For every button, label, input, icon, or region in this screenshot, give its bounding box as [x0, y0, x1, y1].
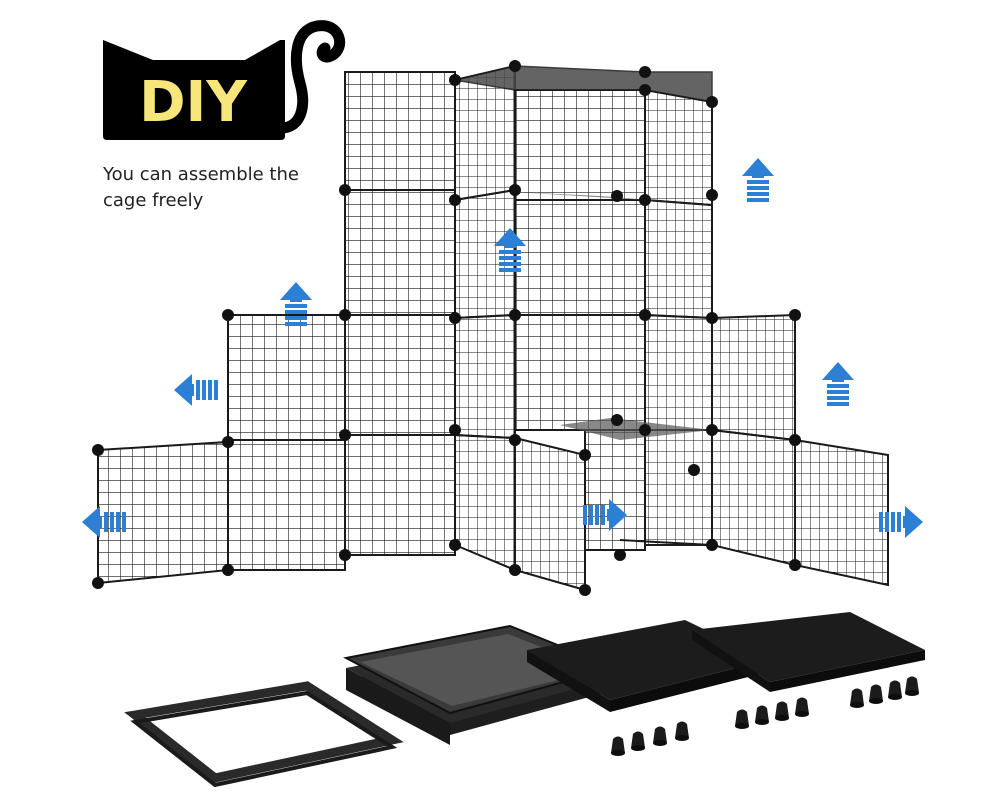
caption-line-1: You can assemble the: [103, 164, 299, 185]
frame-rings-stack: [124, 681, 404, 788]
logo-text: DIY: [139, 70, 248, 135]
accessories: [124, 612, 925, 788]
caption-line-2: cage freely: [103, 190, 204, 211]
connector-set: [735, 697, 809, 729]
connector-set: [850, 676, 919, 708]
cat-badge-icon: DIY: [103, 20, 346, 140]
connector-set: [611, 721, 689, 756]
caption: You can assemble the cage freely: [103, 162, 299, 214]
arrow-left-icon: [174, 374, 218, 406]
grid-base-panel: [692, 612, 925, 692]
wire-panels: [97, 64, 889, 592]
arrow-up-icon: [742, 158, 774, 202]
arrow-up-icon: [822, 362, 854, 406]
diy-logo: DIY: [95, 18, 355, 148]
